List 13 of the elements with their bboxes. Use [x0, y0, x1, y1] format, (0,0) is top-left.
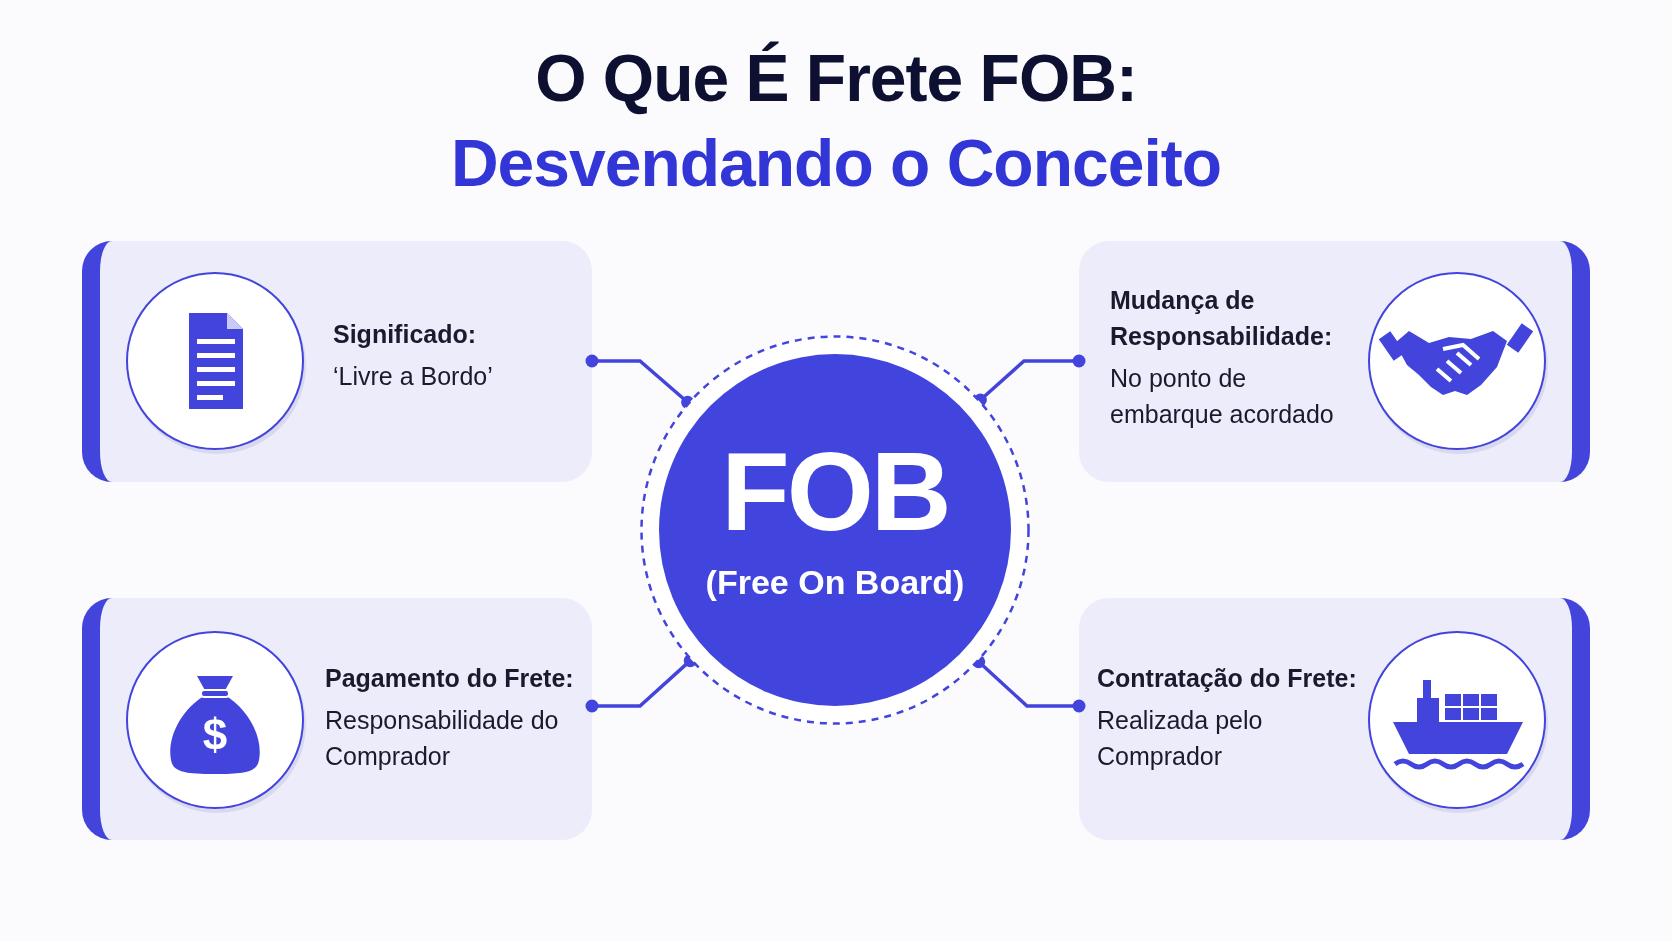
card-text: ‘Livre a Bordo’ — [333, 361, 494, 392]
subtitle: Desvendando o Conceito — [449, 125, 1223, 201]
card-text: No ponto de embarque acordado — [1110, 363, 1335, 430]
center-subtitle: (Free On Board) — [704, 563, 966, 602]
card-heading: Pagamento do Frete: — [325, 663, 575, 694]
card-text: Realizada pelo Comprador — [1097, 705, 1264, 772]
card-heading: Significado: — [333, 319, 478, 350]
dollar-sign: $ — [202, 710, 228, 759]
card-text: Responsabilidade do Comprador — [325, 705, 560, 772]
center-title: FOB — [720, 428, 950, 556]
card-heading: Contratação do Frete: — [1097, 663, 1358, 694]
title: O Que É Frete FOB: — [534, 40, 1138, 116]
card-heading: Mudança de Responsabilidade: — [1110, 285, 1334, 352]
